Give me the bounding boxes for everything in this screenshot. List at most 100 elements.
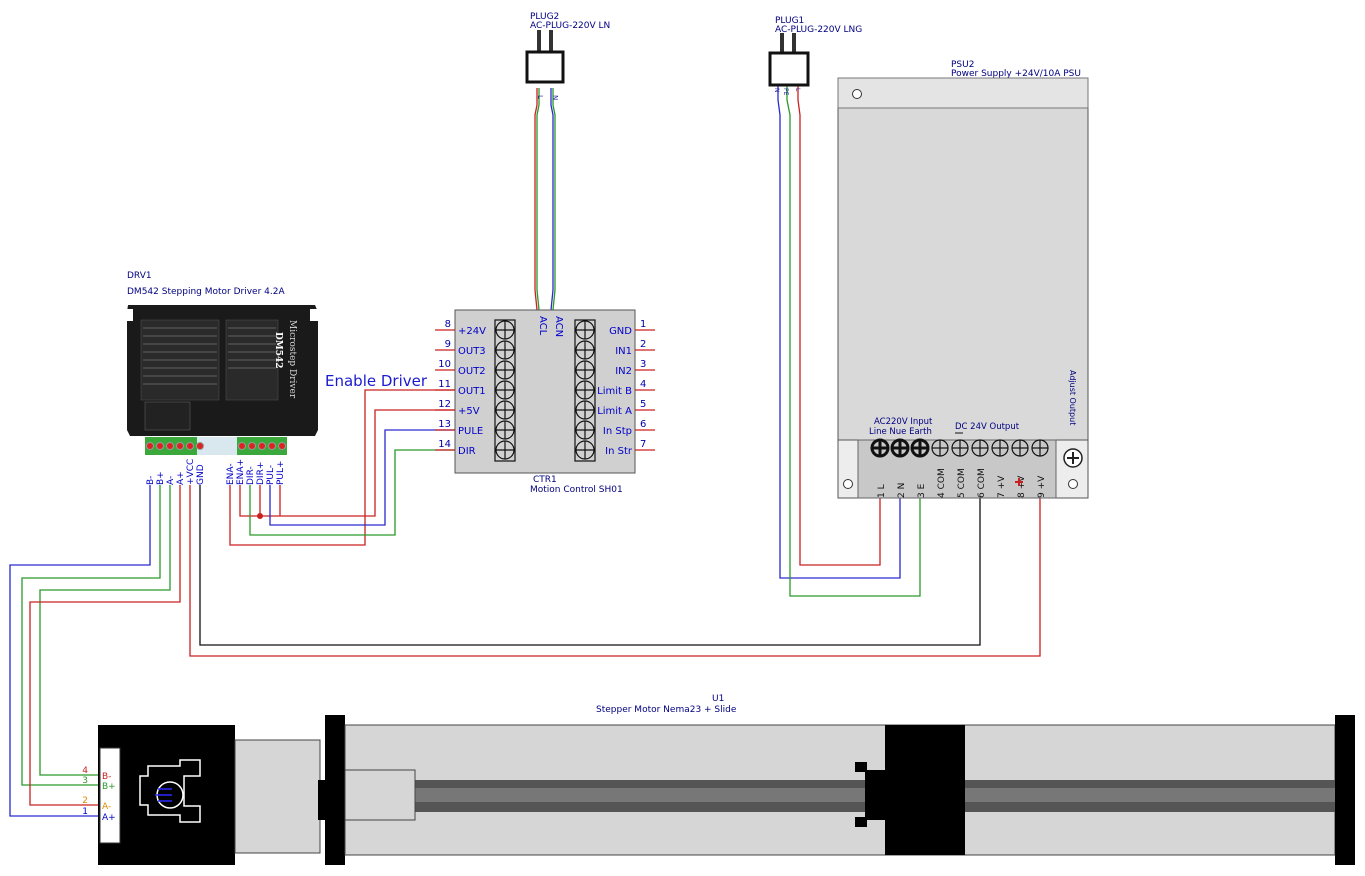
- driver-screw-icon: [238, 442, 246, 450]
- driver-screw-icon: [248, 442, 256, 450]
- plug1-pin-n: N: [773, 88, 780, 93]
- driver-pin-label: B-: [146, 476, 156, 485]
- slide-carriage-tab: [855, 762, 867, 772]
- motor-stator-outline: [139, 759, 201, 823]
- controller-ref: CTR1: [533, 475, 557, 485]
- driver-pin-label: B+: [156, 471, 166, 485]
- motor-connector: [99, 747, 121, 844]
- controller-terminal-icon: [575, 340, 595, 360]
- controller-terminal-icon: [495, 420, 515, 440]
- wire-vcc: [189, 485, 1041, 657]
- psu-mount-hole: [843, 479, 853, 489]
- wire-plug2-n-green: [552, 88, 556, 311]
- controller-name: Motion Control SH01: [530, 485, 623, 495]
- motor-pin-number: 4: [82, 766, 88, 776]
- driver-screw-icon: [278, 442, 286, 450]
- driver-notch: [310, 309, 318, 321]
- wire-motor-aminus: [39, 485, 171, 776]
- controller-terminal-icon: [575, 380, 595, 400]
- driver-pin-label: ENA+: [236, 459, 246, 485]
- driver-brand: Microstep Driver: [287, 320, 297, 399]
- controller-pin-number: 3: [640, 359, 646, 370]
- driver-pin-label: +VCC: [186, 459, 196, 485]
- psu-terminal: 2 N: [890, 438, 910, 498]
- wire-junction: [257, 513, 263, 519]
- wire-plug2-l: [534, 88, 538, 311]
- motor-pin-name: B+: [102, 782, 116, 792]
- plug1-body: [768, 51, 810, 87]
- driver-pin-label: A-: [166, 476, 176, 485]
- psu-terminal-label: 6 COM: [977, 468, 987, 498]
- motor-pin-number: 2: [82, 796, 88, 806]
- controller-top-pin-acl: ACL: [537, 316, 548, 336]
- psu-terminal: 5 COM: [951, 439, 969, 498]
- controller-pin-number: 13: [438, 419, 451, 430]
- controller-body: [454, 309, 636, 474]
- controller-pin-name: GND: [609, 326, 632, 337]
- psu-top-plate: [837, 77, 1089, 109]
- plug1-ref: PLUG1: [775, 16, 804, 26]
- plug1-pin-pe: PE: [782, 88, 789, 96]
- psu-terminal-label: 3 E: [917, 483, 927, 498]
- controller-terminal-icon: [575, 320, 595, 340]
- slide-end-right: [1335, 715, 1355, 865]
- controller-pin-name: +5V: [458, 406, 480, 417]
- motor-shaft-marker: [155, 788, 172, 802]
- controller-terminals: [494, 319, 596, 462]
- wire-motor-bminus-blue: [9, 485, 151, 817]
- driver-model: DM542: [273, 332, 283, 369]
- psu-output-label: DC 24V Output: [955, 422, 1020, 432]
- psu-body: [837, 77, 1089, 499]
- psu-terminal: 7 +V: [991, 439, 1009, 498]
- driver-screw-icon: [268, 442, 276, 450]
- stepper-driver: DRV1 DM542 Stepping Motor Driver 4.2A Mi…: [126, 271, 318, 485]
- driver-name: DM542 Stepping Motor Driver 4.2A: [127, 287, 285, 297]
- driver-ref: DRV1: [127, 271, 152, 281]
- plug2-body: [525, 50, 565, 84]
- controller-terminal-icon: [575, 360, 595, 380]
- driver-pin-label: ENA-: [226, 463, 236, 485]
- psu-terminal: 4 COM: [931, 439, 949, 498]
- slide-leadscrew: [345, 788, 1335, 802]
- controller-terminal-strip: [574, 319, 596, 462]
- controller-pin-name: PULE: [458, 426, 483, 437]
- plug2-pin-l: L: [536, 95, 544, 99]
- plug2-pin-n: N: [551, 95, 559, 100]
- psu-terminal-label: 5 COM: [957, 468, 967, 498]
- wire-plug1-n: [777, 85, 901, 579]
- wire-plug2-n: [550, 88, 554, 311]
- driver-notch: [126, 309, 133, 321]
- driver-pin-label: DIR+: [256, 462, 266, 485]
- controller-terminal-icon: [495, 340, 515, 360]
- controller-terminal-icon: [495, 320, 515, 340]
- psu-terminal-label: 9 +V: [1037, 475, 1047, 498]
- controller-pin-number: 10: [438, 359, 451, 370]
- driver-pin-label: A+: [176, 471, 186, 485]
- plug1: PLUG1 AC-PLUG-220V LNG N PE L: [768, 16, 862, 96]
- controller-pin-name: +24V: [458, 326, 486, 337]
- controller-pin-number: 12: [438, 399, 451, 410]
- controller-terminal-icon: [495, 400, 515, 420]
- controller-pin-number: 5: [640, 399, 646, 410]
- controller-pins: 8+24V9OUT310OUT211OUT112+5V13PULE14DIR1G…: [435, 319, 655, 457]
- driver-screw-icon: [156, 442, 164, 450]
- driver-screw-icon: [146, 442, 154, 450]
- slide-end-tab: [318, 780, 328, 820]
- slide-carriage-tab: [855, 817, 867, 827]
- plug2: PLUG2 AC-PLUG-220V LN L N: [525, 12, 610, 100]
- wire-pul: [269, 429, 455, 526]
- psu-input-label: AC220V Input: [874, 417, 933, 427]
- controller-pin-name: OUT1: [458, 386, 486, 397]
- controller-pin-number: 14: [438, 439, 451, 450]
- driver-pin-label: DIR-: [246, 466, 256, 485]
- plug1-prong: [780, 33, 784, 53]
- driver-screw-icon: [166, 442, 174, 450]
- motor-name: Stepper Motor Nema23 + Slide: [596, 705, 737, 715]
- wire-plug1-l: [797, 85, 881, 566]
- stepper-motor-slide: U1 Stepper Motor Nema23 + Slide 4B-3B+2A…: [82, 694, 1355, 865]
- controller-pin-name: DIR: [458, 446, 476, 457]
- psu-terminal: 1 L: [870, 438, 890, 498]
- psu-terminal-label: 8 +V: [1017, 475, 1027, 498]
- controller-terminal-icon: [495, 360, 515, 380]
